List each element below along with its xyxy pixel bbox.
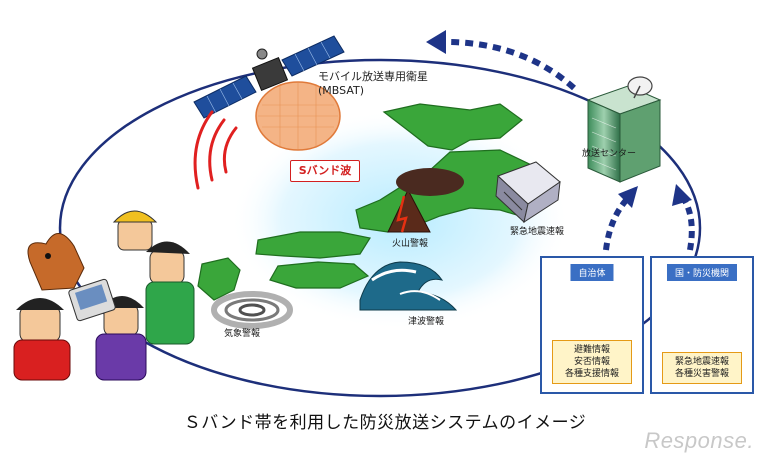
national-agency-info-box: 緊急地震速報 各種災害警報 — [662, 352, 742, 384]
satellite-icon — [193, 35, 345, 119]
broadcast-center-building — [586, 85, 662, 183]
volcano-icon — [387, 168, 464, 233]
national-agency-title: 国・防災機関 — [666, 264, 738, 281]
satellite-label-line2: (MBSAT) — [318, 84, 365, 97]
collapsed-building-icon — [495, 161, 561, 224]
response-logo: Response. — [644, 428, 754, 453]
uplink-arrow-local-gov — [603, 186, 638, 251]
tsunami-warning-label: 津波警報 — [408, 317, 445, 327]
satellite-dish-icon — [627, 76, 653, 99]
national-agency-item: 各種災害警報 — [674, 369, 729, 379]
local-gov-item: 各種支援情報 — [564, 369, 619, 379]
weather-warning-label: 気象警報 — [224, 329, 261, 339]
broadcast-center-label: 放送センター — [582, 149, 637, 159]
typhoon-icon — [211, 291, 293, 329]
local-gov-title: 自治体 — [570, 264, 614, 281]
signal-waves — [193, 110, 238, 190]
s-band-label: Sバンド波 — [290, 160, 360, 182]
tsunami-icon — [359, 261, 458, 311]
local-gov-panel: 自治体 避難情報 安否情報 各種支援情報 — [540, 256, 644, 394]
national-agency-panel: 国・防災機関 緊急地震速報 各種災害警報 — [650, 256, 754, 394]
national-agency-item: 緊急地震速報 — [674, 357, 729, 367]
local-gov-info-box: 避難情報 安否情報 各種支援情報 — [552, 340, 632, 384]
people-with-device-illustration — [13, 210, 195, 381]
orbit-ellipse — [58, 58, 702, 398]
local-gov-item: 避難情報 — [573, 345, 610, 355]
uplink-arrow-top — [426, 30, 576, 91]
satellite-label: モバイル放送専用衛星 (MBSAT) — [318, 70, 428, 98]
volcano-warning-label: 火山警報 — [392, 239, 429, 249]
satellite-label-line1: モバイル放送専用衛星 — [318, 70, 428, 83]
local-gov-item: 安否情報 — [573, 357, 610, 367]
uplink-arrow-national — [672, 184, 695, 251]
earthquake-alert-label: 緊急地震速報 — [510, 227, 565, 237]
figure-caption: Ｓバンド帯を利用した防災放送システムのイメージ — [183, 413, 587, 433]
